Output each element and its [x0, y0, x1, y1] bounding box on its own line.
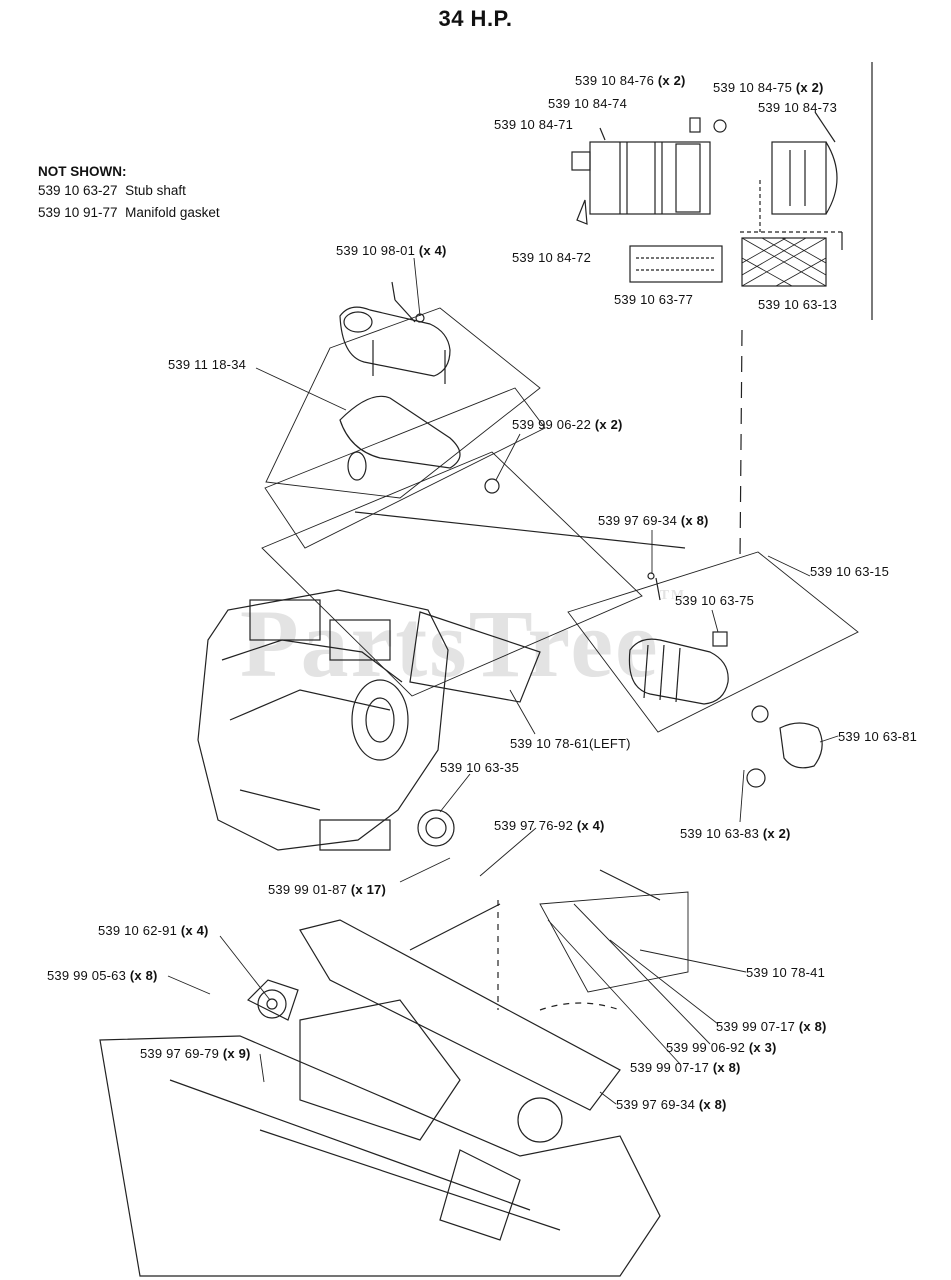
part-label: 539 10 63-77: [614, 292, 694, 307]
part-label: 539 10 84-73: [758, 100, 838, 115]
part-label: 539 97 69-34 (x 8): [598, 513, 709, 528]
not-shown-item: 539 10 91-77 Manifold gasket: [38, 205, 220, 220]
part-label: 539 10 62-91 (x 4): [98, 923, 209, 938]
part-label: 539 10 98-01 (x 4): [336, 243, 447, 258]
chassis-frame: [99, 869, 689, 1277]
part-label: 539 10 84-75 (x 2): [713, 80, 824, 95]
part-label: 539 99 07-17 (x 8): [716, 1019, 827, 1034]
part-label: 539 99 01-87 (x 17): [268, 882, 387, 897]
part-label: 539 10 78-41: [746, 965, 826, 980]
part-label: 539 11 18-34: [168, 357, 247, 372]
part-label: 539 99 05-63 (x 8): [47, 968, 158, 983]
not-shown-item: 539 10 63-27 Stub shaft: [38, 183, 186, 198]
starter-assembly: [265, 281, 541, 499]
air-cleaner: [567, 551, 859, 788]
part-label: 539 10 84-74: [548, 96, 628, 111]
part-label: 539 10 84-71: [494, 117, 574, 132]
page-title: 34 H.P.: [438, 6, 513, 31]
part-label: 539 99 07-17 (x 8): [630, 1060, 741, 1075]
leader-lines: [167, 257, 839, 1105]
part-label: 539 10 78-61(LEFT): [510, 736, 631, 751]
dashed-connector: [739, 329, 743, 561]
part-label: 539 10 84-76 (x 2): [575, 73, 686, 88]
not-shown-heading: NOT SHOWN:: [38, 164, 127, 179]
part-label: 539 10 63-83 (x 2): [680, 826, 791, 841]
part-label: 539 10 63-75: [675, 593, 755, 608]
mounting-plates: [261, 387, 686, 697]
part-label: 539 10 84-72: [512, 250, 592, 265]
watermark: PartsTreeTM: [240, 588, 687, 697]
part-label: 539 10 63-15: [810, 564, 890, 579]
part-label: 539 99 06-92 (x 3): [666, 1040, 777, 1055]
part-label: 539 97 69-79 (x 9): [140, 1046, 251, 1061]
not-shown-list: NOT SHOWN: 539 10 63-27 Stub shaft 539 1…: [38, 164, 220, 224]
part-label: 539 97 69-34 (x 8): [616, 1097, 727, 1112]
engine-block: [197, 589, 541, 851]
part-label: 539 10 63-13: [758, 297, 838, 312]
part-label: 539 10 63-35: [440, 760, 520, 775]
part-label: 539 10 63-81: [838, 729, 918, 744]
air-filter-assembly: [571, 111, 843, 287]
part-label: 539 99 06-22 (x 2): [512, 417, 623, 432]
part-label: 539 97 76-92 (x 4): [494, 818, 605, 833]
